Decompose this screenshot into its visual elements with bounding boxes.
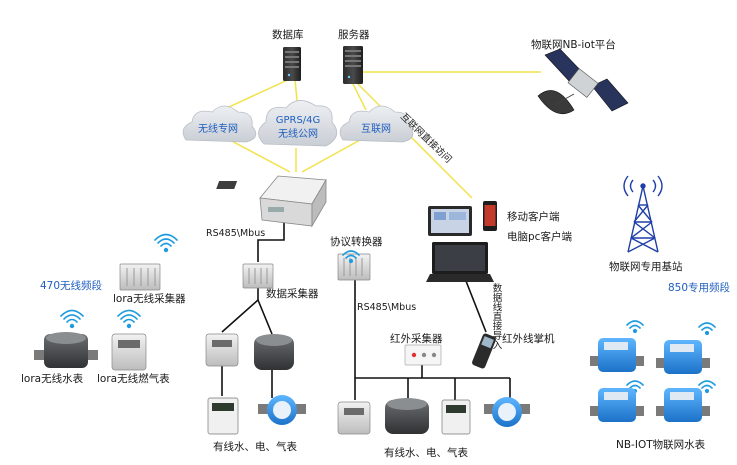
link-cloud-wireless-concentrator	[225, 137, 291, 173]
label-band-470: 470无线频段	[40, 280, 103, 292]
link-server-clients	[355, 81, 473, 199]
protocol-converter-icon	[337, 253, 371, 281]
label-cloud-gprs-line2: 无线公网	[278, 129, 318, 140]
lora-gas-meter-icon	[111, 333, 147, 371]
link-laptop-handheld	[465, 280, 487, 333]
link-cloud-internet-concentrator	[301, 139, 361, 173]
label-nbiot-water-meters: NB-IOT物联网水表	[616, 439, 706, 451]
label-database: 数据库	[272, 29, 304, 41]
concentrator-device-icon	[216, 175, 327, 228]
mobile-phone-icon	[483, 201, 497, 231]
wired-gas-meter-right	[337, 401, 371, 435]
wired-links	[221, 212, 511, 400]
link-db-cloud-wireless	[217, 77, 293, 113]
wired-gas-meter-left	[205, 333, 239, 367]
label-data-cable-import: 数据线直接导入	[490, 283, 502, 350]
wired-water-meter-dark-right	[385, 398, 429, 434]
label-ir-handheld: 红外线掌机	[502, 333, 555, 345]
wired-water-meter-dark-left	[254, 334, 294, 370]
infrared-handheld-icon	[472, 333, 496, 369]
wifi-icon-nb-meter-1	[626, 320, 644, 334]
wired-water-meter-blue-left	[258, 395, 306, 425]
data-collector-icon	[242, 263, 274, 289]
label-pc-client: 电脑pc客户端	[507, 231, 572, 243]
wireless-links	[217, 71, 541, 199]
ir-collector-icon	[404, 344, 442, 366]
link-concentrator-collector	[257, 212, 285, 262]
wifi-icon-lora-water	[60, 309, 84, 329]
wired-electric-meter-left	[207, 397, 239, 435]
label-cloud-wireless: 无线专网	[198, 124, 238, 135]
label-mobile-client: 移动客户端	[507, 211, 560, 223]
label-rs485-left: RS485\Mbus	[206, 228, 266, 239]
label-ir-collector: 红外采集器	[390, 333, 443, 345]
label-server: 服务器	[338, 29, 370, 41]
label-cloud-gprs-line1: GPRS/4G	[275, 115, 321, 126]
label-wired-meters-left: 有线水、电、气表	[213, 441, 297, 453]
label-rs485-right: RS485\Mbus	[357, 302, 417, 313]
label-data-collector: 数据采集器	[266, 288, 319, 300]
label-nbiot-base-station: 物联网专用基站	[609, 261, 683, 273]
label-nbiot-platform: 物联网NB-iot平台	[531, 39, 616, 51]
label-wired-meters-right: 有线水、电、气表	[384, 447, 468, 459]
tablet-icon	[428, 206, 472, 236]
laptop-icon	[426, 242, 494, 282]
label-lora-gas-meter: lora无线燃气表	[97, 373, 170, 385]
application-server-icon	[343, 46, 363, 84]
wifi-icon-nb-meter-4	[698, 380, 716, 394]
nb-iot-water-meter-1	[590, 338, 644, 372]
lora-water-meter-icon	[34, 332, 98, 368]
cloud-internet	[339, 105, 414, 143]
wired-water-meter-blue-right	[484, 397, 530, 427]
cloud-gprs-public-network	[258, 100, 338, 147]
nb-iot-water-meter-4	[656, 388, 710, 422]
label-lora-collector: lora无线采集器	[113, 293, 186, 305]
label-band-850: 850专用频段	[668, 282, 731, 294]
wifi-icon-nb-meter-2	[698, 322, 716, 336]
label-protocol-converter: 协议转换器	[330, 236, 383, 248]
base-station-tower-icon	[623, 175, 663, 253]
cloud-wireless-network	[182, 105, 257, 143]
satellite-icon	[537, 48, 629, 114]
label-lora-water-meter: lora无线水表	[21, 373, 84, 385]
wifi-icon-lora-collector	[154, 233, 178, 253]
lora-collector-icon	[119, 263, 161, 291]
wifi-icon-protocol-converter	[342, 250, 360, 264]
wifi-icon-lora-gas	[117, 309, 141, 329]
database-server-icon	[283, 47, 301, 81]
link-server-cloud-internet	[351, 81, 367, 111]
wired-electric-meter-right	[441, 399, 471, 435]
nb-iot-water-meter-3	[590, 388, 644, 422]
label-cloud-internet: 互联网	[361, 124, 391, 135]
nb-iot-water-meter-2	[656, 340, 710, 374]
